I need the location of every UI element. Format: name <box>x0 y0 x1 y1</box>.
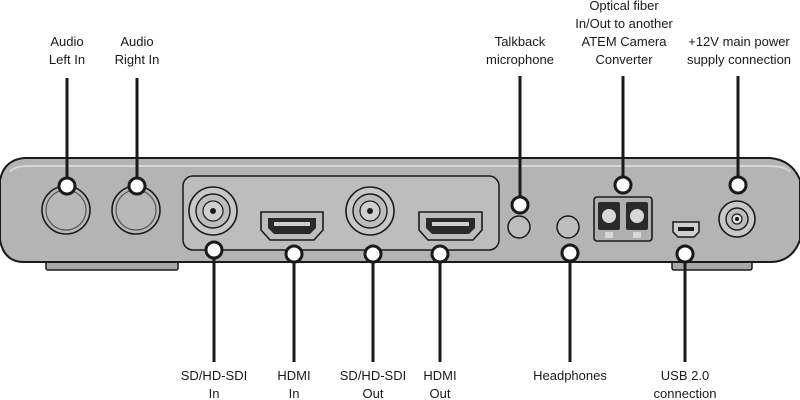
ring-usb <box>675 244 695 264</box>
ring-power <box>728 175 748 195</box>
ring-audio-right <box>127 176 147 196</box>
talkback-microphone-jack <box>507 215 531 239</box>
power-connector <box>718 200 756 238</box>
ring-sdi-in <box>204 240 224 260</box>
ring-headphones <box>560 243 580 263</box>
label-headphones: Headphones <box>533 368 607 383</box>
hdmi-in-connector <box>260 211 324 241</box>
sdi-in-connector <box>188 186 238 236</box>
ring-talkback <box>510 195 530 215</box>
usb-connector <box>672 221 700 238</box>
bottom-leader-lines <box>212 258 687 362</box>
ring-hdmi-in <box>284 244 304 264</box>
hdmi-out-connector <box>418 211 483 241</box>
optical-fiber-connector <box>593 196 653 242</box>
ring-sdi-out <box>363 244 383 264</box>
ring-fiber <box>613 175 633 195</box>
callout-rings <box>57 175 748 264</box>
headphones-jack <box>556 215 580 239</box>
device-top-edge <box>9 165 791 173</box>
ring-audio-left <box>57 176 77 196</box>
sdi-out-connector <box>345 186 395 236</box>
top-leader-lines <box>65 76 740 197</box>
ring-hdmi-out <box>430 244 450 264</box>
